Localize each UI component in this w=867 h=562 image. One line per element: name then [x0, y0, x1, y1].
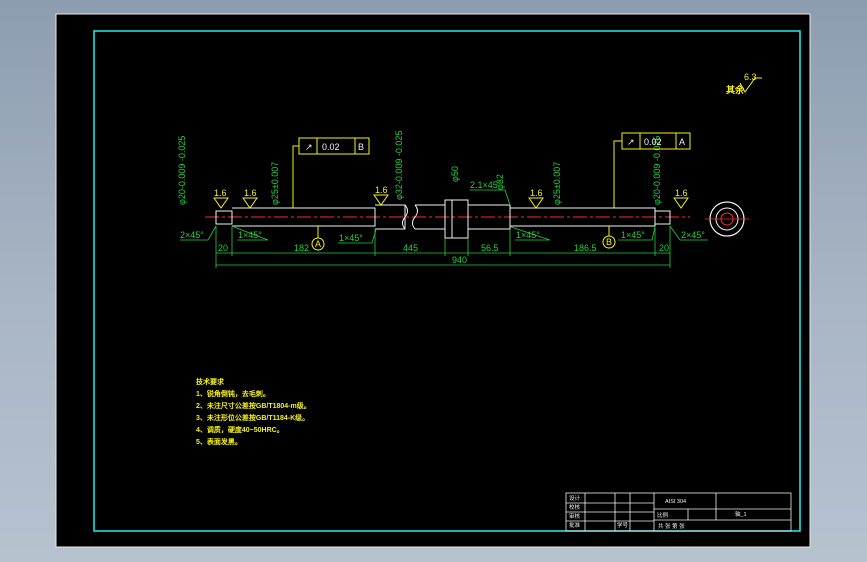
dim-seg3: 445 [403, 243, 418, 253]
dia-left-end: φ20-0.009 -0.025 [177, 136, 187, 205]
tolerance-right-datum: A [679, 137, 685, 147]
datum-a-label: A [315, 239, 321, 249]
technical-requirements: 技术要求 1、锐角倒钝，去毛刺。 2、未注尺寸公差按GB/T1804-m级。 3… [196, 377, 311, 446]
tb-drawing-title: 轴_1 [735, 510, 747, 518]
dia-right-shoulder: φ32 [495, 174, 505, 190]
tolerance-left-value: 0.02 [322, 142, 340, 152]
tb-row-review: 审核 [569, 512, 581, 520]
tech-req-item-1: 1、锐角倒钝，去毛刺。 [196, 389, 270, 398]
tb-row-design: 设计 [569, 494, 581, 502]
chamfer-collar: 2.1×45° [470, 180, 502, 190]
dia-left-bearing: φ25±0.007 [270, 162, 280, 205]
roughness-mark-2: 1.6 [244, 188, 257, 198]
dia-collar: φ50 [450, 166, 460, 182]
shaft-outline [215, 199, 671, 239]
chamfer-right-shoulder: 1×45° [621, 230, 645, 240]
dim-seg2: 182 [294, 243, 309, 253]
chamfer-left-shoulder: 1×45° [339, 233, 363, 243]
dim-seg5: 186.5 [574, 243, 597, 253]
tolerance-frame-right: ↗ 0.02 A [613, 132, 691, 208]
tolerance-left-datum: B [358, 142, 364, 152]
tolerance-left-symbol: ↗ [305, 142, 313, 152]
tolerance-right-value: 0.02 [644, 137, 662, 147]
tech-req-item-3: 3、未注形位公差按GB/T1184-K级。 [196, 413, 309, 422]
general-roughness-value: 6.3 [744, 72, 757, 82]
tech-req-item-5: 5、表面发黑。 [196, 437, 242, 446]
dim-seg6: 20 [659, 243, 669, 253]
dim-seg4: 56.5 [481, 243, 499, 253]
tb-material: AISI 304 [665, 499, 686, 505]
tb-bottom-note: 共 张 第 张 [658, 522, 685, 530]
surface-roughness-marks: 1.6 1.6 1.6 1.6 1.6 [213, 185, 689, 209]
diameter-labels: φ20-0.009 -0.025 φ25±0.007 φ32-0.009 -0.… [177, 131, 662, 205]
tolerance-right-symbol: ↗ [627, 137, 635, 147]
length-dimensions: 20 182 445 56.5 186.5 20 940 [215, 226, 671, 268]
tb-mark-label: 学号 [617, 521, 629, 529]
drawing-sheet [55, 13, 811, 548]
roughness-mark-1: 1.6 [214, 188, 227, 198]
tb-ratio-label: 比例 [657, 511, 669, 519]
chamfer-left-end: 2×45° [180, 230, 204, 240]
datum-markers: A B [311, 226, 616, 251]
tech-req-item-4: 4、调质，硬度40~50HRC。 [196, 425, 284, 434]
tb-row-approve: 批准 [569, 521, 581, 529]
chamfer-left-bearing: 1×45° [238, 230, 262, 240]
chamfer-right-bearing: 1×45° [516, 230, 540, 240]
roughness-mark-3: 1.6 [375, 185, 388, 195]
dia-left-shoulder: φ32-0.009 -0.025 [394, 131, 404, 200]
title-block: 设计 校核 审核 批准 学号 AISI 304 比例 轴_1 共 张 第 张 [565, 492, 792, 532]
end-view [705, 201, 749, 237]
tech-req-item-2: 2、未注尺寸公差按GB/T1804-m级。 [196, 401, 311, 410]
general-roughness: 6.3 其余 [726, 72, 762, 95]
dim-seg1: 20 [218, 243, 228, 253]
dia-right-end: φ20-0.009 -0.025 [652, 136, 662, 205]
datum-b-label: B [606, 237, 612, 247]
general-roughness-label: 其余 [726, 84, 745, 95]
chamfer-right-end: 2×45° [681, 230, 705, 240]
tech-req-title: 技术要求 [196, 377, 225, 386]
tb-row-check: 校核 [569, 503, 581, 511]
tolerance-frame-left: ↗ 0.02 B [292, 137, 370, 208]
roughness-mark-4: 1.6 [530, 188, 543, 198]
dia-right-bearing: φ25±0.007 [552, 162, 562, 205]
roughness-mark-5: 1.6 [675, 188, 688, 198]
dim-total: 940 [452, 255, 467, 265]
chamfer-labels: 2×45° 1×45° 1×45° 2.1×45° 1×45° 1×45° 2×… [180, 180, 708, 244]
drawing-border [93, 30, 801, 532]
